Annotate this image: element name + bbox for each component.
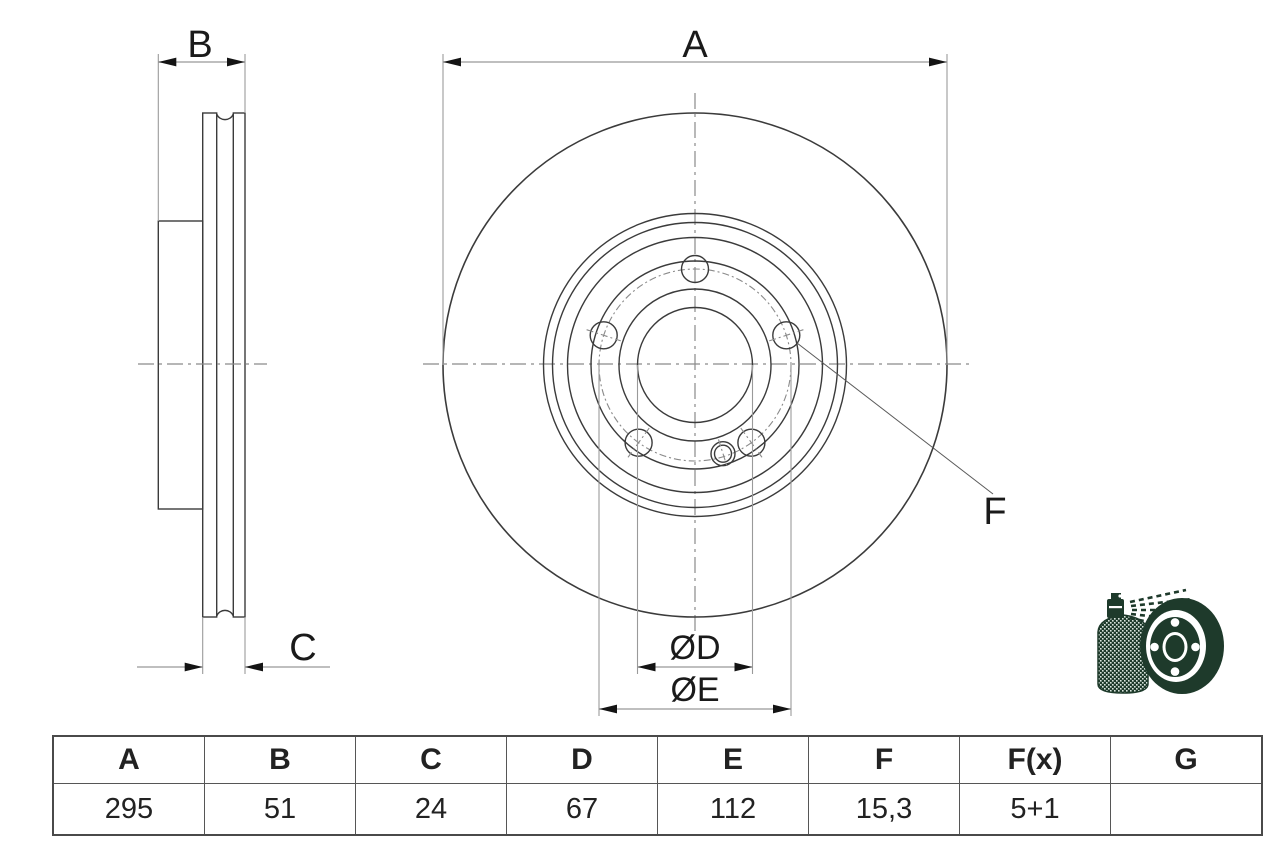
- arrowhead-left-icon: [599, 704, 617, 714]
- dim-label-a: A: [682, 24, 708, 66]
- dimension-a: A: [442, 24, 948, 365]
- friction-inner-circle-2: [551, 221, 839, 509]
- spray-coated-disc-icon: [1097, 588, 1224, 694]
- arrowhead-right-icon: [184, 662, 203, 672]
- dim-label-e: ØE: [670, 671, 719, 709]
- vent-bridge-top: [216, 113, 234, 121]
- dim-label-f: F: [983, 491, 1006, 533]
- dimension-c: C: [137, 617, 330, 674]
- table-header-cell: D: [506, 735, 658, 784]
- table-value-cell: 51: [204, 783, 356, 836]
- hub-face-outer-circle: [590, 260, 800, 470]
- dim-label-c: C: [289, 627, 316, 669]
- table-value-cell: 112: [657, 783, 809, 836]
- dimension-b: B: [157, 24, 246, 221]
- table-value-cell: 15,3: [808, 783, 960, 836]
- locating-pin-hole: [710, 439, 736, 469]
- table-header-cell: F: [808, 735, 960, 784]
- hat-outer-circle: [566, 236, 824, 494]
- side-view: B C: [137, 24, 330, 674]
- table-value-cell: 67: [506, 783, 658, 836]
- arrowhead-left-icon: [245, 662, 263, 672]
- table-value-cell: 5+1: [959, 783, 1111, 836]
- table-header-cell: E: [657, 735, 809, 784]
- table-header-cell: F(x): [959, 735, 1111, 784]
- table-value-cell: 295: [52, 783, 205, 836]
- arrowhead-left-icon: [158, 57, 177, 67]
- dim-label-b: B: [187, 24, 212, 66]
- table-header-cell: G: [1110, 735, 1263, 784]
- outer-plate: [232, 112, 246, 618]
- technical-drawing: B C: [137, 24, 1224, 716]
- dim-label-d: ØD: [670, 629, 721, 667]
- friction-inner-circle-1: [542, 212, 848, 518]
- spray-can-icon: [1097, 593, 1149, 694]
- dimension-f: F: [796, 342, 1007, 533]
- table-header-cell: A: [52, 735, 205, 784]
- arrowhead-right-icon: [929, 57, 947, 67]
- arrowhead-right-icon: [227, 57, 245, 67]
- arrowhead-right-icon: [734, 662, 753, 672]
- hub-face-inner-circle: [618, 288, 772, 442]
- table-header-cell: B: [204, 735, 356, 784]
- table-value-cell: [1110, 783, 1263, 836]
- dimension-d: ØD: [636, 365, 754, 674]
- table-header-cell: C: [355, 735, 507, 784]
- vent-bridge-bottom: [216, 609, 234, 617]
- inner-plate: [201, 112, 218, 618]
- dimension-e: ØE: [598, 365, 792, 716]
- bolt-holes: [586, 254, 804, 458]
- hat-profile: [157, 220, 204, 510]
- dimensions-table: A B C D E F F(x) G 295 51 24 67 112 15,3…: [52, 735, 1263, 836]
- brake-disc-icon: [1140, 598, 1224, 694]
- table-header-row: A B C D E F F(x) G: [52, 735, 1263, 784]
- table-value-cell: 24: [355, 783, 507, 836]
- arrowhead-left-icon: [637, 662, 656, 672]
- arrowhead-left-icon: [443, 57, 461, 67]
- front-view: A ØD ØE F: [423, 24, 1007, 716]
- f-leader-line: [796, 342, 994, 495]
- arrowhead-right-icon: [773, 704, 791, 714]
- table-value-row: 295 51 24 67 112 15,3 5+1: [52, 783, 1263, 836]
